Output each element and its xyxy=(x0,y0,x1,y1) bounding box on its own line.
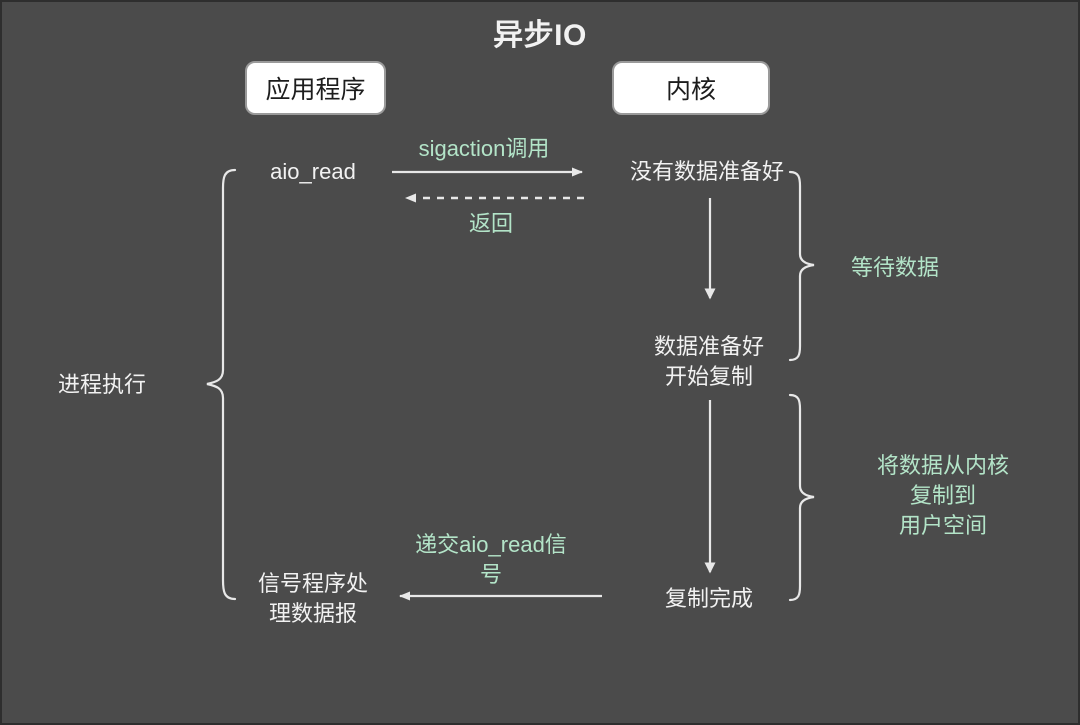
annotation-sigaction-call: sigaction调用 xyxy=(418,136,550,161)
process-execution-brace xyxy=(206,168,237,601)
role-box-kernel-label: 内核 xyxy=(665,76,716,104)
annotation-deliver-signal: 递交aio_read信 号 xyxy=(415,532,567,587)
role-box-kernel: 内核 xyxy=(612,61,770,115)
annotation-return: 返回 xyxy=(468,211,514,236)
copy-data-brace xyxy=(788,393,815,602)
node-signal-handler: 信号程序处 理数据报 xyxy=(257,571,369,626)
role-box-application-label: 应用程序 xyxy=(265,76,366,104)
node-process-execution: 进程执行 xyxy=(57,372,147,397)
node-aio-read: aio_read xyxy=(270,159,356,184)
node-data-ready-start-copy: 数据准备好 开始复制 xyxy=(653,334,765,389)
annotation-wait-for-data: 等待数据 xyxy=(850,255,940,280)
role-box-application: 应用程序 xyxy=(245,61,386,115)
page-title: 异步IO xyxy=(493,19,587,52)
node-no-data-ready: 没有数据准备好 xyxy=(629,159,785,184)
annotation-copy-kernel-to-user: 将数据从内核复制到 用户空间 xyxy=(876,453,1009,538)
wait-data-brace xyxy=(788,170,815,362)
node-copy-complete: 复制完成 xyxy=(664,586,754,611)
